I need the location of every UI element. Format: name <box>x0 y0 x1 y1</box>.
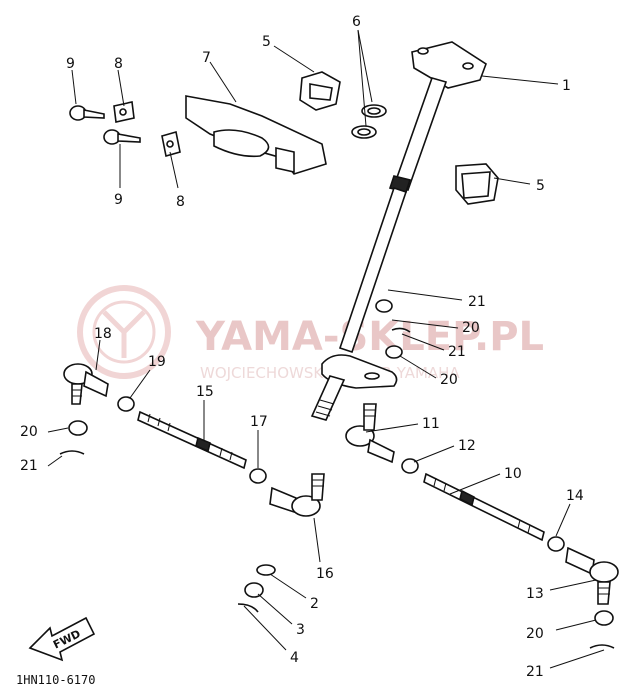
fwd-arrow: FWD <box>28 616 96 662</box>
callout-21-c: 21 <box>526 664 544 680</box>
callout-14: 14 <box>566 488 584 504</box>
callout-5-top: 5 <box>262 34 271 50</box>
leader-lines <box>47 29 605 669</box>
callout-8-top: 8 <box>114 56 123 72</box>
tie-rod-left <box>137 410 247 470</box>
tie-rod-end-center <box>269 473 325 517</box>
callout-19: 19 <box>148 354 166 370</box>
nuts-column <box>375 299 411 359</box>
watermark-title: YAMA-SKLEP.PL <box>195 314 544 360</box>
callout-16: 16 <box>316 566 334 582</box>
callout-5-right: 5 <box>536 178 545 194</box>
callout-2: 2 <box>310 596 319 612</box>
callout-13: 13 <box>526 586 544 602</box>
bolt-lower <box>103 129 141 145</box>
locknut-right-outer <box>547 536 565 552</box>
nut-left-end <box>68 420 88 436</box>
callout-4: 4 <box>290 650 299 666</box>
callout-3: 3 <box>296 622 305 638</box>
callout-20-b: 20 <box>440 372 458 388</box>
cotter-pin-left <box>59 450 85 455</box>
callout-9-top: 9 <box>66 56 75 72</box>
callout-20-c: 20 <box>526 626 544 642</box>
callout-20-d: 20 <box>20 424 38 440</box>
steering-column <box>310 41 487 421</box>
callout-15: 15 <box>196 384 214 400</box>
callout-10: 10 <box>504 466 522 482</box>
callout-6: 6 <box>352 14 361 30</box>
watermark: YAMA-SKLEP.PL WOJCIECHOWSKI DEALER YAMAH… <box>77 285 544 382</box>
oil-seals <box>351 104 387 139</box>
tie-rod-end-right-inner <box>345 403 395 464</box>
callout-labels: 1 5 6 7 8 9 9 8 5 21 20 21 20 11 12 10 1… <box>20 14 584 680</box>
tie-rod-right <box>423 472 545 542</box>
locknut-left-inner <box>249 468 267 484</box>
clip-upper <box>113 101 135 123</box>
callout-17: 17 <box>250 414 268 430</box>
callout-21-a: 21 <box>468 294 486 310</box>
tie-rod-end-right <box>565 546 619 605</box>
washer-nut-stack <box>237 564 276 613</box>
callout-21-d: 21 <box>20 458 38 474</box>
nut-right-end <box>594 610 614 626</box>
callout-7: 7 <box>202 50 211 66</box>
callout-12: 12 <box>458 438 476 454</box>
tie-rod-end-left <box>63 363 109 405</box>
cotter-pin-right <box>589 644 615 649</box>
callout-21-b: 21 <box>448 344 466 360</box>
callout-8-bottom: 8 <box>176 194 185 210</box>
locknut-left <box>117 396 135 412</box>
figure-code: 1HN110-6170 <box>16 673 95 687</box>
bushing-upper <box>299 71 341 111</box>
locknut-right <box>401 458 419 474</box>
watermark-logo <box>77 285 171 379</box>
bolt-upper <box>69 105 105 121</box>
callout-18: 18 <box>94 326 112 342</box>
bushing-lower <box>455 163 499 205</box>
callout-11: 11 <box>422 416 440 432</box>
callout-9-bottom: 9 <box>114 192 123 208</box>
column-holder-bracket <box>185 95 327 175</box>
clip-lower <box>161 130 181 158</box>
callout-1: 1 <box>562 78 571 94</box>
callout-20-a: 20 <box>462 320 480 336</box>
